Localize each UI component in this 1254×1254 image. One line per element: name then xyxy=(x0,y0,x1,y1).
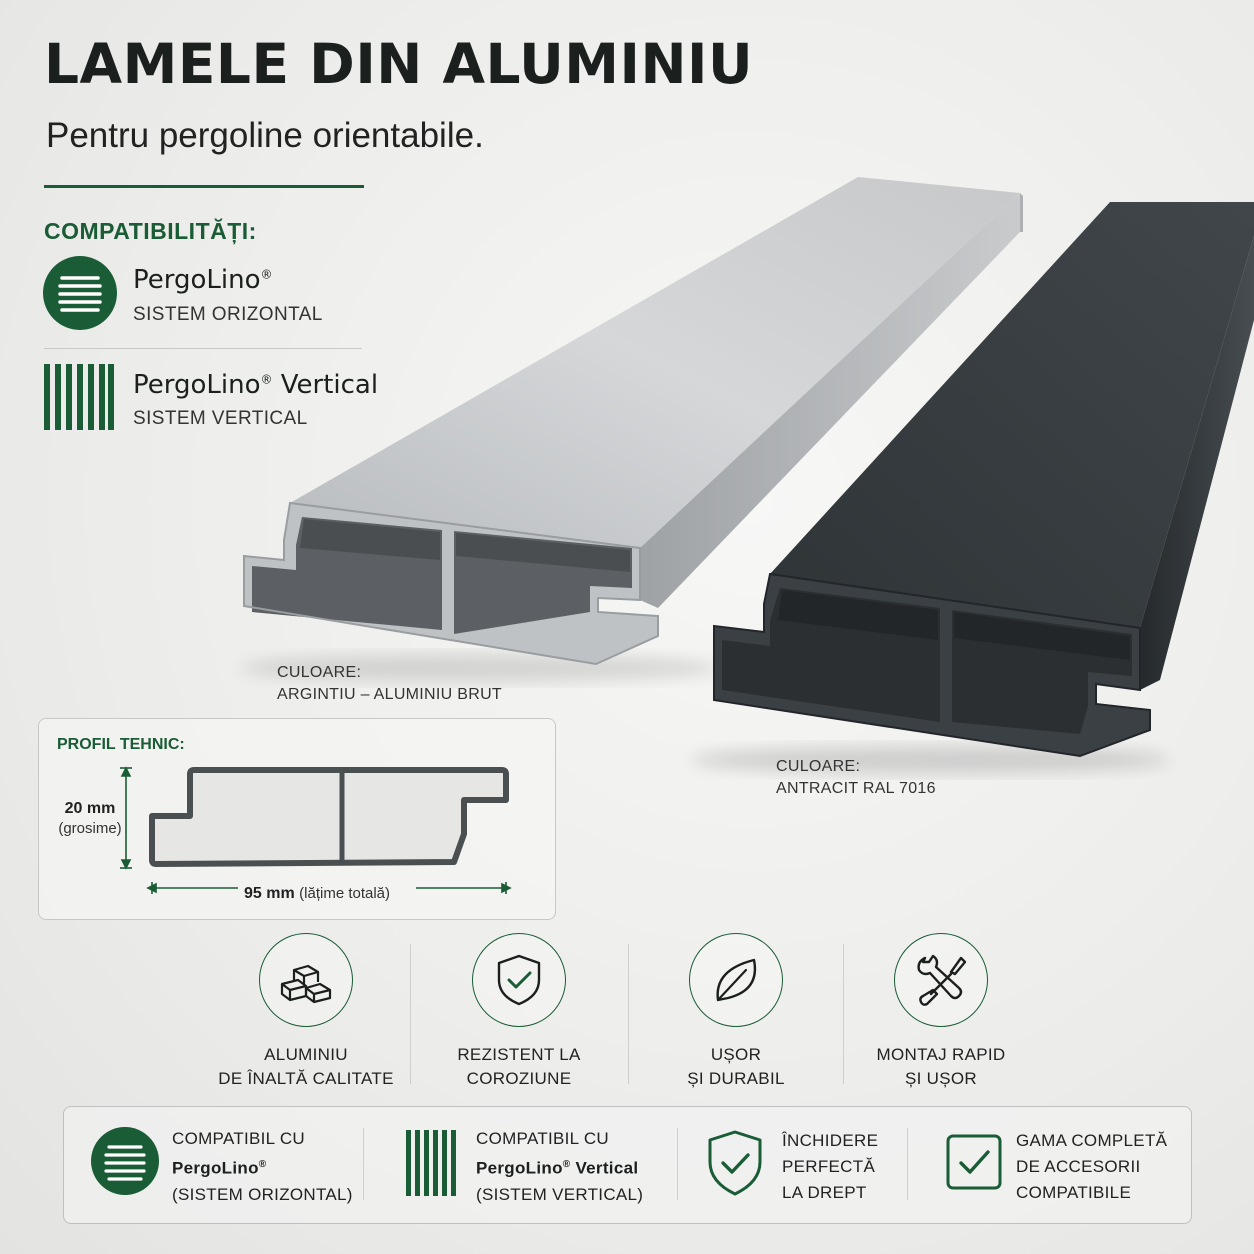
anthracite-slat xyxy=(713,202,1254,758)
feature-quick-install: MONTAJ RAPID ȘI UȘOR xyxy=(836,933,1046,1091)
aluminium-ingots-icon xyxy=(259,933,353,1027)
accessories-text: GAMA COMPLETĂ DE ACCESORII COMPATIBILE xyxy=(1016,1131,1168,1202)
system-vertical-label: SISTEM VERTICAL xyxy=(133,408,308,429)
feature-corrosion-line2: COROZIUNE xyxy=(466,1069,572,1088)
page-title: LAMELE DIN ALUMINIU xyxy=(44,32,754,96)
compatibility-divider xyxy=(44,348,362,349)
silver-color-label: CULOARE: ARGINTIU – ALUMINIU BRUT xyxy=(277,664,503,703)
feature-install-line2: ȘI UȘOR xyxy=(904,1069,977,1088)
bottom-divider xyxy=(363,1128,364,1200)
shield-check-icon xyxy=(704,1128,766,1203)
pergolino-vertical-brand: PergoLino® Vertical xyxy=(133,370,379,400)
width-dimension: 95 mm (lățime totală) xyxy=(244,885,391,902)
compatibility-heading: COMPATIBILITĂȚI: xyxy=(44,218,257,244)
feature-light-line1: UȘOR xyxy=(710,1045,762,1064)
feature-quality-line1: ALUMINIU xyxy=(264,1045,348,1064)
feature-divider xyxy=(410,944,411,1084)
page-subtitle: Pentru pergoline orientabile. xyxy=(46,116,484,155)
shield-check-icon xyxy=(472,933,566,1027)
bottom-divider xyxy=(677,1128,678,1200)
compat-vertical-text: COMPATIBIL CU PergoLino® Vertical (SISTE… xyxy=(476,1129,644,1204)
thickness-dimension: 20 mm (grosime) xyxy=(58,800,122,837)
feature-light-durable: UȘOR ȘI DURABIL xyxy=(631,933,841,1091)
pergolino-brand: PergoLino® xyxy=(133,265,273,295)
wrench-screwdriver-icon xyxy=(894,933,988,1027)
profile-heading: PROFIL TEHNIC: xyxy=(57,736,185,753)
horizontal-lines-icon xyxy=(91,1127,159,1200)
feature-divider xyxy=(628,944,629,1084)
bottom-divider xyxy=(907,1128,908,1200)
bottom-info-panel xyxy=(63,1106,1192,1224)
compat-horizontal-text: COMPATIBIL CU PergoLino® (SISTEM ORIZONT… xyxy=(172,1129,353,1204)
feature-quality-aluminium: ALUMINIU DE ÎNALTĂ CALITATE xyxy=(201,933,411,1091)
feature-divider xyxy=(843,944,844,1084)
feature-corrosion-resistant: REZISTENT LA COROZIUNE xyxy=(414,933,624,1091)
perfect-closing-text: ÎNCHIDERE PERFECTĂ LA DREPT xyxy=(782,1131,879,1202)
checkbox-icon xyxy=(946,1134,1002,1195)
anthracite-color-label: CULOARE: ANTRACIT RAL 7016 xyxy=(776,758,936,797)
system-horizontal-label: SISTEM ORIZONTAL xyxy=(133,304,323,325)
horizontal-lines-icon xyxy=(43,256,117,335)
profile-cross-section-drawing xyxy=(120,766,512,894)
feature-corrosion-line1: REZISTENT LA xyxy=(457,1045,581,1064)
feature-light-line2: ȘI DURABIL xyxy=(687,1069,785,1088)
silver-slat xyxy=(243,177,1023,666)
title-divider xyxy=(44,185,364,188)
feature-quality-line2: DE ÎNALTĂ CALITATE xyxy=(218,1069,394,1088)
vertical-bars-icon xyxy=(406,1130,460,1201)
leaf-icon xyxy=(689,933,783,1027)
feature-install-line1: MONTAJ RAPID xyxy=(876,1045,1006,1064)
vertical-bars-icon xyxy=(44,364,114,435)
